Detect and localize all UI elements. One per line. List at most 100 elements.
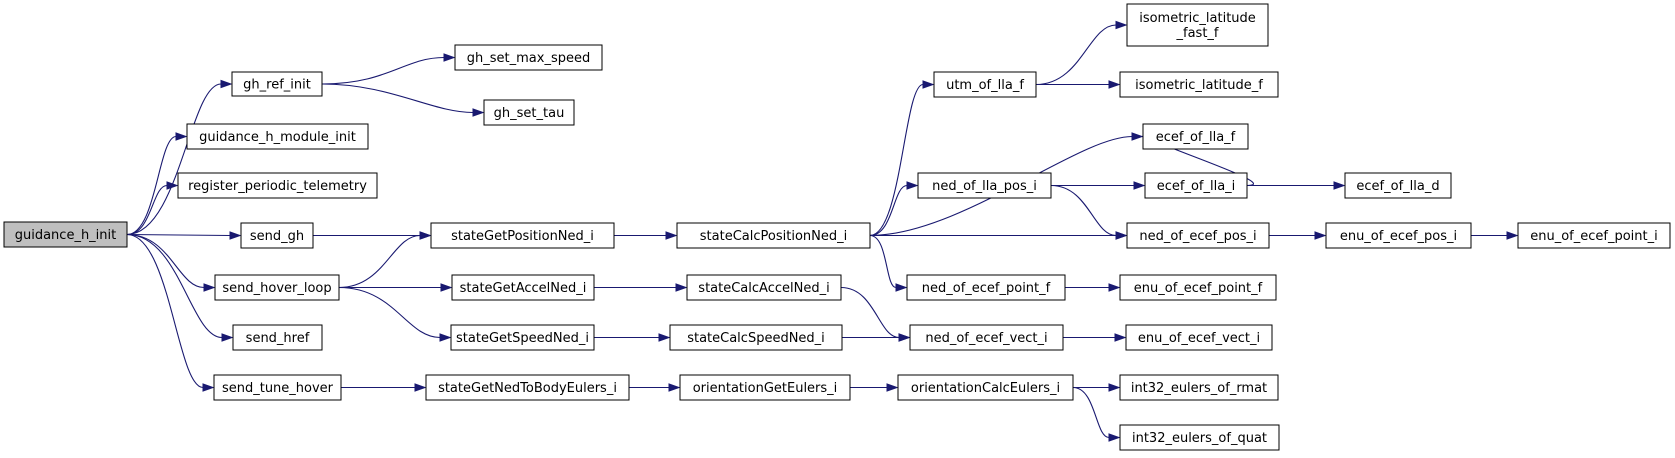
edge-gh_ref_init-to-gh_set_tau <box>321 83 485 117</box>
node-enu-of-ecef-pos-i[interactable]: enu_of_ecef_pos_i <box>1325 222 1472 249</box>
edge-guidance_h_init-to-send_hover_loop <box>126 233 216 292</box>
edge-orientationGetEulers_i-to-orientationCalcEulers_i <box>850 383 899 392</box>
node-send-tune-hover[interactable]: send_tune_hover <box>213 374 342 401</box>
node-ecef-of-lla-d[interactable]: ecef_of_lla_d <box>1344 172 1452 199</box>
node-label: stateGetNedToBodyEulers_i <box>438 381 617 396</box>
edge-stateCalcSpeedNed_i-to-ned_of_ecef_vect_i <box>842 333 911 342</box>
node-label: stateCalcAccelNed_i <box>698 281 829 296</box>
node-ned-of-ecef-point-f[interactable]: ned_of_ecef_point_f <box>906 274 1066 301</box>
node-stateGetSpeedNed-i[interactable]: stateGetSpeedNed_i <box>450 324 595 351</box>
node-guidance-h-init[interactable]: guidance_h_init <box>3 221 128 248</box>
node-isometric-latitude-f[interactable]: isometric_latitude_f <box>1119 71 1279 98</box>
edge-ecef_of_lla_i-to-ecef_of_lla_d <box>1247 181 1346 190</box>
node-label: stateCalcSpeedNed_i <box>687 331 825 346</box>
node-label: guidance_h_init <box>15 228 117 243</box>
edge-send_hover_loop-to-stateGetAccelNed_i <box>339 283 453 292</box>
node-label: ecef_of_lla_f <box>1156 130 1236 145</box>
node-label: ned_of_lla_pos_i <box>932 179 1037 194</box>
node-send-hover-loop[interactable]: send_hover_loop <box>214 274 340 301</box>
edge-send_tune_hover-to-stateGetNedToBodyEulers_i <box>341 383 427 392</box>
edge-guidance_h_init-to-send_href <box>126 233 234 342</box>
node-label: int32_eulers_of_quat <box>1132 431 1267 446</box>
node-layer: guidance_h_init gh_ref_init guidance_h_mod… <box>3 3 1671 451</box>
node-label: isometric_latitude <box>1139 11 1256 26</box>
node-ned-of-lla-pos-i[interactable]: ned_of_lla_pos_i <box>917 172 1052 199</box>
node-label: utm_of_lla_f <box>946 78 1024 93</box>
node-orientationCalcEulers-i[interactable]: orientationCalcEulers_i <box>897 374 1074 401</box>
node-label: orientationCalcEulers_i <box>911 381 1060 396</box>
node-label: ned_of_ecef_pos_i <box>1139 229 1256 244</box>
edge-ned_of_lla_pos_i-to-ecef_of_lla_i <box>1051 181 1146 190</box>
node-label: enu_of_ecef_vect_i <box>1138 331 1260 346</box>
node-label: enu_of_ecef_point_i <box>1530 229 1658 244</box>
edge-utm_of_lla_f-to-isometric_latitude_f <box>1036 80 1121 89</box>
node-label: enu_of_ecef_point_f <box>1134 281 1263 296</box>
node-label: send_hover_loop <box>222 281 331 296</box>
edge-stateCalcPositionNed_i-to-ned_of_lla_pos_i <box>869 181 919 237</box>
node-label: int32_eulers_of_rmat <box>1131 381 1267 396</box>
edge-ned_of_ecef_point_f-to-enu_of_ecef_point_f <box>1065 283 1121 292</box>
edge-stateGetPositionNed_i-to-stateCalcPositionNed_i <box>614 231 678 240</box>
edge-gh_ref_init-to-gh_set_max_speed <box>321 53 456 85</box>
node-send-href[interactable]: send_href <box>232 324 323 351</box>
node-label: send_tune_hover <box>222 381 334 396</box>
edge-enu_of_ecef_pos_i-to-enu_of_ecef_point_i <box>1471 231 1519 240</box>
node-enu-of-ecef-point-f[interactable]: enu_of_ecef_point_f <box>1119 274 1277 301</box>
node-stateCalcSpeedNed-i[interactable]: stateCalcSpeedNed_i <box>669 324 843 351</box>
node-label: stateCalcPositionNed_i <box>700 229 847 244</box>
node-isometric-latitude-fast-f[interactable]: isometric_latitude_fast_f <box>1126 3 1269 47</box>
node-label: enu_of_ecef_pos_i <box>1340 229 1457 244</box>
node-stateGetAccelNed-i[interactable]: stateGetAccelNed_i <box>451 274 595 301</box>
node-label: gh_set_tau <box>494 106 565 121</box>
node-label: ecef_of_lla_d <box>1356 179 1439 194</box>
node-send-gh[interactable]: send_gh <box>240 222 314 249</box>
node-label: stateGetAccelNed_i <box>460 281 587 296</box>
node-enu-of-ecef-point-i[interactable]: enu_of_ecef_point_i <box>1517 222 1671 249</box>
edge-utm_of_lla_f-to-isometric_latitude_fast_f <box>1035 20 1128 86</box>
edge-stateGetNedToBodyEulers_i-to-orientationGetEulers_i <box>629 383 681 392</box>
edge-stateCalcPositionNed_i-to-ned_of_ecef_point_f <box>869 234 908 292</box>
node-label: send_href <box>246 331 310 346</box>
node-label: isometric_latitude_f <box>1135 78 1263 93</box>
edge-ned_of_lla_pos_i-to-ned_of_ecef_pos_i <box>1050 184 1128 240</box>
edge-guidance_h_init-to-send_gh <box>126 231 242 240</box>
node-label: stateGetSpeedNed_i <box>456 331 589 346</box>
node-enu-of-ecef-vect-i[interactable]: enu_of_ecef_vect_i <box>1125 324 1273 351</box>
node-int32-eulers-of-quat[interactable]: int32_eulers_of_quat <box>1119 424 1280 451</box>
edge-send_hover_loop-to-stateGetSpeedNed_i <box>338 286 452 342</box>
node-register-periodic-telemetry[interactable]: register_periodic_telemetry <box>177 172 378 199</box>
node-gh-set-tau[interactable]: gh_set_tau <box>483 99 575 126</box>
edge-send_gh-to-stateGetPositionNed_i <box>313 231 432 240</box>
node-gh-ref-init[interactable]: gh_ref_init <box>231 71 323 97</box>
edge-orientationCalcEulers_i-to-int32_eulers_of_quat <box>1072 386 1121 442</box>
edge-stateCalcAccelNed_i-to-ned_of_ecef_vect_i <box>840 286 911 342</box>
node-int32-eulers-of-rmat[interactable]: int32_eulers_of_rmat <box>1119 374 1279 401</box>
node-utm-of-lla-f[interactable]: utm_of_lla_f <box>933 71 1037 98</box>
edge-stateCalcPositionNed_i-to-utm_of_lla_f <box>869 80 935 237</box>
edge-guidance_h_init-to-gh_ref_init <box>126 79 233 236</box>
node-guidance-h-module-init[interactable]: guidance_h_module_init <box>186 123 369 150</box>
edge-guidance_h_init-to-guidance_h_module_init <box>126 132 188 236</box>
node-gh-set-max-speed[interactable]: gh_set_max_speed <box>454 44 603 71</box>
edge-orientationCalcEulers_i-to-int32_eulers_of_rmat <box>1073 383 1121 392</box>
node-label: stateGetPositionNed_i <box>451 229 594 244</box>
node-stateCalcPositionNed-i[interactable]: stateCalcPositionNed_i <box>676 222 871 249</box>
node-label: _fast_f <box>1176 26 1219 41</box>
node-stateCalcAccelNed-i[interactable]: stateCalcAccelNed_i <box>686 274 842 301</box>
node-label: send_gh <box>250 229 304 244</box>
edge-stateGetSpeedNed_i-to-stateCalcSpeedNed_i <box>594 333 671 342</box>
node-ecef-of-lla-f[interactable]: ecef_of_lla_f <box>1142 123 1249 150</box>
node-label: ned_of_ecef_vect_i <box>925 331 1047 346</box>
edge-send_hover_loop-to-stateGetPositionNed_i <box>338 231 432 289</box>
node-orientationGetEulers-i[interactable]: orientationGetEulers_i <box>679 374 851 401</box>
node-ned-of-ecef-vect-i[interactable]: ned_of_ecef_vect_i <box>909 324 1064 351</box>
edge-guidance_h_init-to-send_tune_hover <box>126 233 215 392</box>
edge-ned_of_ecef_vect_i-to-enu_of_ecef_vect_i <box>1063 333 1127 342</box>
node-stateGetPositionNed-i[interactable]: stateGetPositionNed_i <box>430 222 615 249</box>
node-stateGetNedToBodyEulers-i[interactable]: stateGetNedToBodyEulers_i <box>425 374 630 401</box>
node-ecef-of-lla-i[interactable]: ecef_of_lla_i <box>1144 172 1248 199</box>
edge-stateCalcPositionNed_i-to-ned_of_ecef_pos_i <box>870 231 1128 240</box>
node-label: ned_of_ecef_point_f <box>922 281 1051 296</box>
node-ned-of-ecef-pos-i[interactable]: ned_of_ecef_pos_i <box>1126 222 1270 249</box>
